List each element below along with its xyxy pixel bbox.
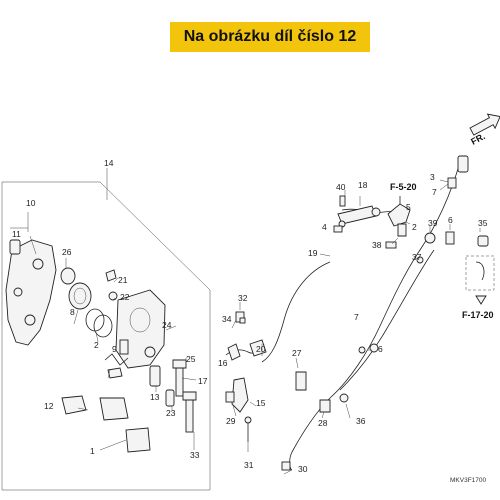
callout-13: 13 <box>150 392 160 402</box>
callout-6b: 6 <box>378 344 383 354</box>
clamp-36 <box>339 393 349 403</box>
callout-15: 15 <box>256 398 266 408</box>
clip-37 <box>416 256 424 264</box>
switch-3 <box>447 155 469 189</box>
clip-39 <box>424 232 436 244</box>
clamp-28 <box>319 399 331 413</box>
bolt-32 <box>239 317 246 324</box>
callout-23: 23 <box>166 408 176 418</box>
reference-f-5-20: F-5-20 <box>390 182 417 192</box>
callout-22: 22 <box>120 292 130 302</box>
mounting-bolt <box>182 391 197 433</box>
callout-39: 39 <box>428 218 438 228</box>
callout-18: 18 <box>358 180 368 190</box>
bolt-29 <box>225 391 235 403</box>
sensor-bracket <box>465 255 495 291</box>
callout-labels: 10 14 11 26 8 2 21 22 9 24 13 23 25 17 3… <box>12 158 488 474</box>
clip-5 <box>397 223 407 237</box>
bolt-31 <box>244 416 252 442</box>
clip-6 <box>445 231 455 245</box>
callout-17: 17 <box>198 376 208 386</box>
diagram-code: MKV3F1700 <box>450 477 487 484</box>
callout-29: 29 <box>226 416 236 426</box>
callout-20: 20 <box>256 344 266 354</box>
reference-f-17-20: F-17-20 <box>462 310 494 320</box>
caliper-bracket <box>5 239 57 346</box>
callout-40: 40 <box>336 182 346 192</box>
leader-lines <box>29 179 481 475</box>
pad-pin-13 <box>149 365 161 387</box>
direction-label: FR. <box>469 131 486 147</box>
callout-34: 34 <box>222 314 232 324</box>
callout-25: 25 <box>186 354 196 364</box>
callout-26: 26 <box>62 247 72 257</box>
ref-arrow-f-17-20 <box>475 295 487 305</box>
brake-pad-shim <box>61 395 87 415</box>
callout-14: 14 <box>104 158 114 168</box>
clip-35 <box>477 235 489 247</box>
callout-38: 38 <box>372 240 382 250</box>
callout-2b: 2 <box>412 222 417 232</box>
bracket-pin <box>9 239 21 255</box>
callout-32: 32 <box>238 293 248 303</box>
slide-pin <box>172 359 187 397</box>
pad-spring <box>104 353 129 379</box>
callout-4: 4 <box>322 222 327 232</box>
brake-pipe <box>261 261 331 363</box>
hose-fitting <box>337 205 381 228</box>
bleeder-screw-21 <box>105 269 117 282</box>
clip-38 <box>385 241 397 249</box>
callout-6: 6 <box>448 215 453 225</box>
callout-5: 5 <box>406 202 411 212</box>
callout-7b: 7 <box>354 312 359 322</box>
caliper-body <box>115 289 166 369</box>
pad-pin-23 <box>165 389 175 407</box>
callout-28: 28 <box>318 418 328 428</box>
bleeder-screw-22 <box>108 291 118 301</box>
caliper-assembly-frame <box>1 181 211 491</box>
callout-37: 37 <box>412 252 422 262</box>
callout-11: 11 <box>12 229 21 239</box>
callout-3: 3 <box>430 172 435 182</box>
part-number-banner: Na obrázku díl číslo 12 <box>170 22 370 52</box>
callout-33: 33 <box>190 450 200 460</box>
grommet-6b <box>369 343 379 353</box>
callout-24: 24 <box>162 320 172 330</box>
main-brake-line <box>339 249 435 391</box>
callout-31: 31 <box>244 460 254 470</box>
sensor-30 <box>281 461 291 471</box>
callout-16: 16 <box>218 358 228 368</box>
callout-19: 19 <box>308 248 318 258</box>
bolt-4 <box>333 225 343 233</box>
callout-7: 7 <box>432 187 437 197</box>
direction-arrow-icon <box>469 113 500 136</box>
callout-35: 35 <box>478 218 488 228</box>
piston-seals <box>85 308 113 338</box>
callout-27: 27 <box>292 348 302 358</box>
callout-9: 9 <box>112 344 117 354</box>
callout-8: 8 <box>70 307 75 317</box>
grommet-7 <box>358 346 366 354</box>
callout-30: 30 <box>298 464 308 474</box>
banner-text: Na obrázku díl číslo 12 <box>183 28 357 45</box>
callout-10: 10 <box>26 198 36 208</box>
callout-1: 1 <box>90 446 95 456</box>
boot <box>60 267 76 285</box>
bracket-group-frame <box>10 212 29 232</box>
callout-12: 12 <box>44 401 54 411</box>
callout-36: 36 <box>356 416 366 426</box>
switch-bracket <box>387 203 411 227</box>
clamp-27 <box>295 371 307 391</box>
brake-pads <box>99 397 151 453</box>
callout-2: 2 <box>94 340 99 350</box>
bolt-40 <box>339 195 346 207</box>
piston <box>68 282 92 310</box>
callout-21: 21 <box>118 275 128 285</box>
